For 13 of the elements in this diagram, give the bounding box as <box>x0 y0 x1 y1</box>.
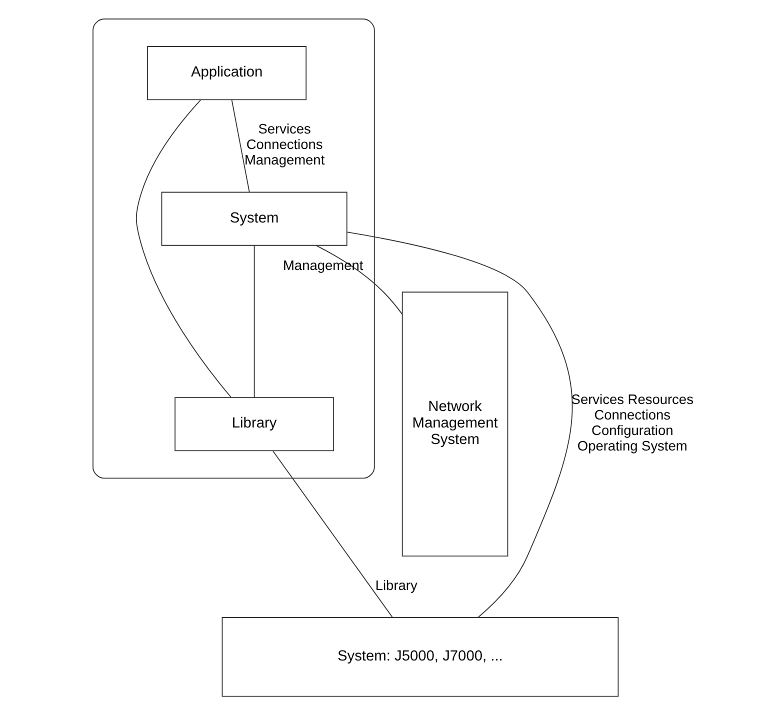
connector <box>136 99 232 398</box>
connector <box>231 99 250 193</box>
node-box: Application <box>147 46 307 100</box>
connector <box>254 245 255 398</box>
connector <box>346 232 573 618</box>
edge-label: Library <box>375 578 418 594</box>
cluster <box>92 18 375 479</box>
node-box: System <box>161 192 348 246</box>
node-box: Library <box>174 397 334 452</box>
edge-label: Services Connections Management <box>244 122 325 168</box>
node-box: Network Management System <box>402 292 508 557</box>
node-box: System: J5000, J7000, ... <box>222 617 619 697</box>
connector <box>272 450 393 618</box>
